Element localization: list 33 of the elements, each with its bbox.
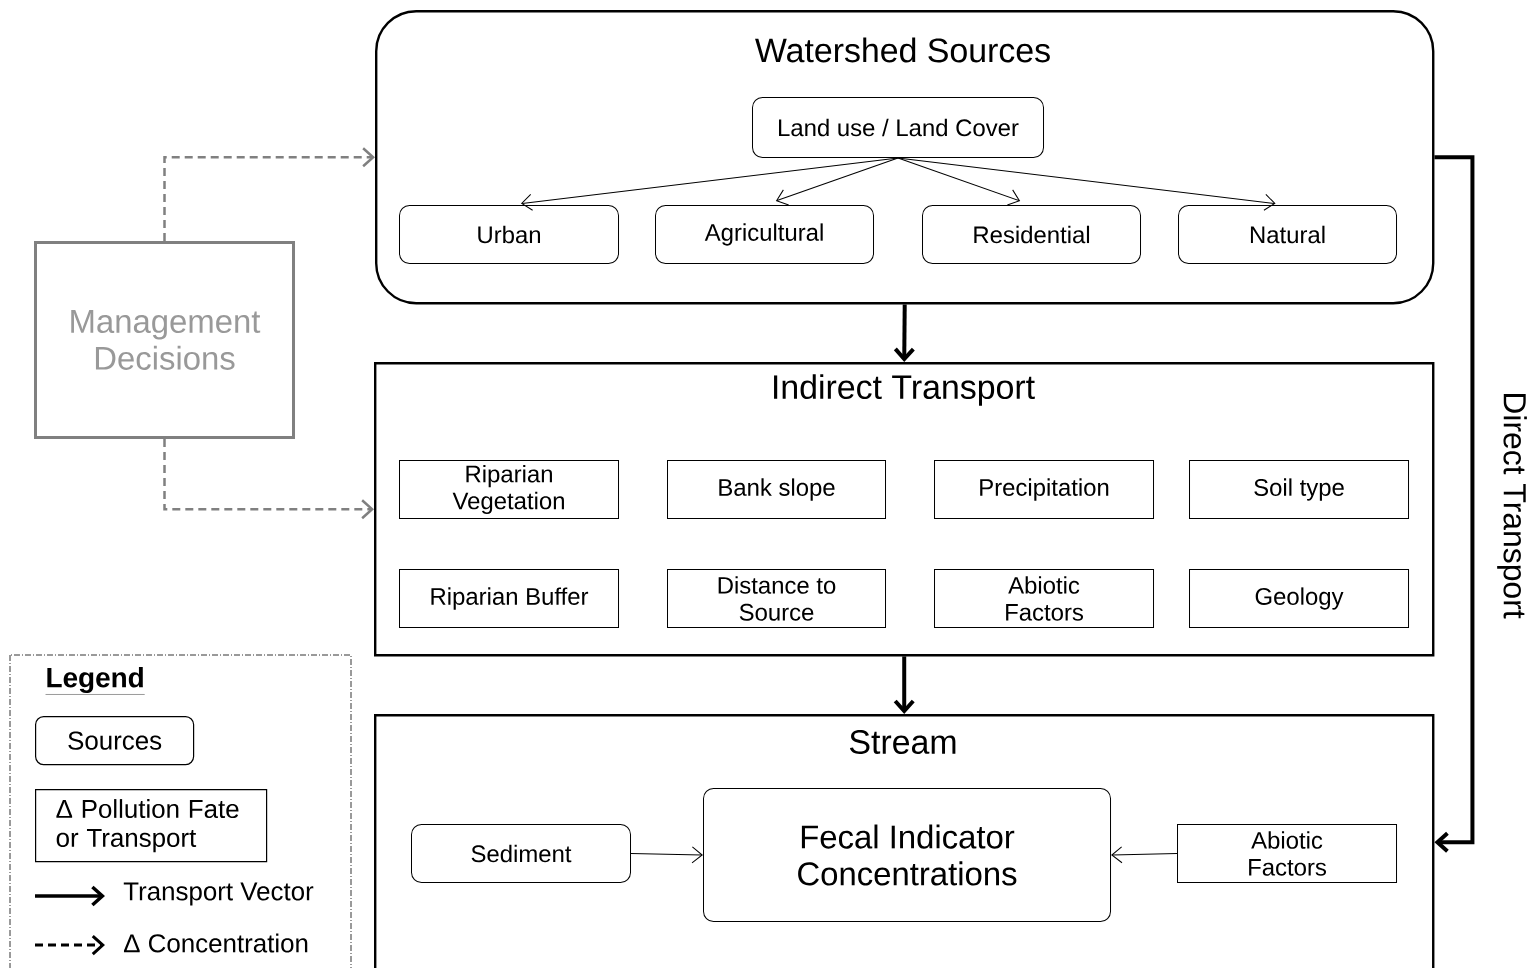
decision-box: Management Decisions [34, 241, 295, 439]
rounded-box: Agricultural [655, 205, 874, 264]
arrow [163, 147, 375, 241]
arrow [630, 846, 703, 864]
legend-text: Δ Concentration [123, 933, 308, 953]
rounded-box: Residential [922, 205, 1141, 264]
arrow [776, 157, 899, 206]
rounded-box: Urban [399, 205, 619, 264]
factor-box: Riparian Vegetation [399, 460, 619, 519]
legend-box: Δ Pollution Fate or Transport [35, 789, 268, 863]
legend-box: Sources [35, 716, 195, 766]
factor-box: Riparian Buffer [399, 569, 619, 628]
factor-box: Geology [1189, 569, 1409, 628]
arrow [897, 157, 1276, 211]
arrow [893, 656, 915, 714]
rounded-box: Fecal Indicator Concentrations [703, 788, 1111, 922]
arrow [1111, 846, 1178, 864]
arrow [893, 304, 915, 362]
factor-box: Abiotic Factors [1177, 824, 1397, 883]
factor-box: Precipitation [934, 460, 1154, 519]
arrow [163, 439, 374, 520]
rounded-box: Sediment [411, 824, 631, 883]
factor-box: Bank slope [667, 460, 886, 519]
factor-box: Distance to Source [667, 569, 886, 628]
factor-box: Abiotic Factors [934, 569, 1154, 628]
edge-label: Direct Transport [1495, 389, 1529, 621]
rounded-box: Land use / Land Cover [752, 97, 1044, 158]
rounded-box: Natural [1178, 205, 1397, 264]
arrow [897, 157, 1020, 206]
legend-text: Transport Vector [123, 882, 314, 906]
factor-box: Soil type [1189, 460, 1409, 519]
legend-title: Legend [45, 666, 145, 695]
arrow [1434, 155, 1475, 853]
